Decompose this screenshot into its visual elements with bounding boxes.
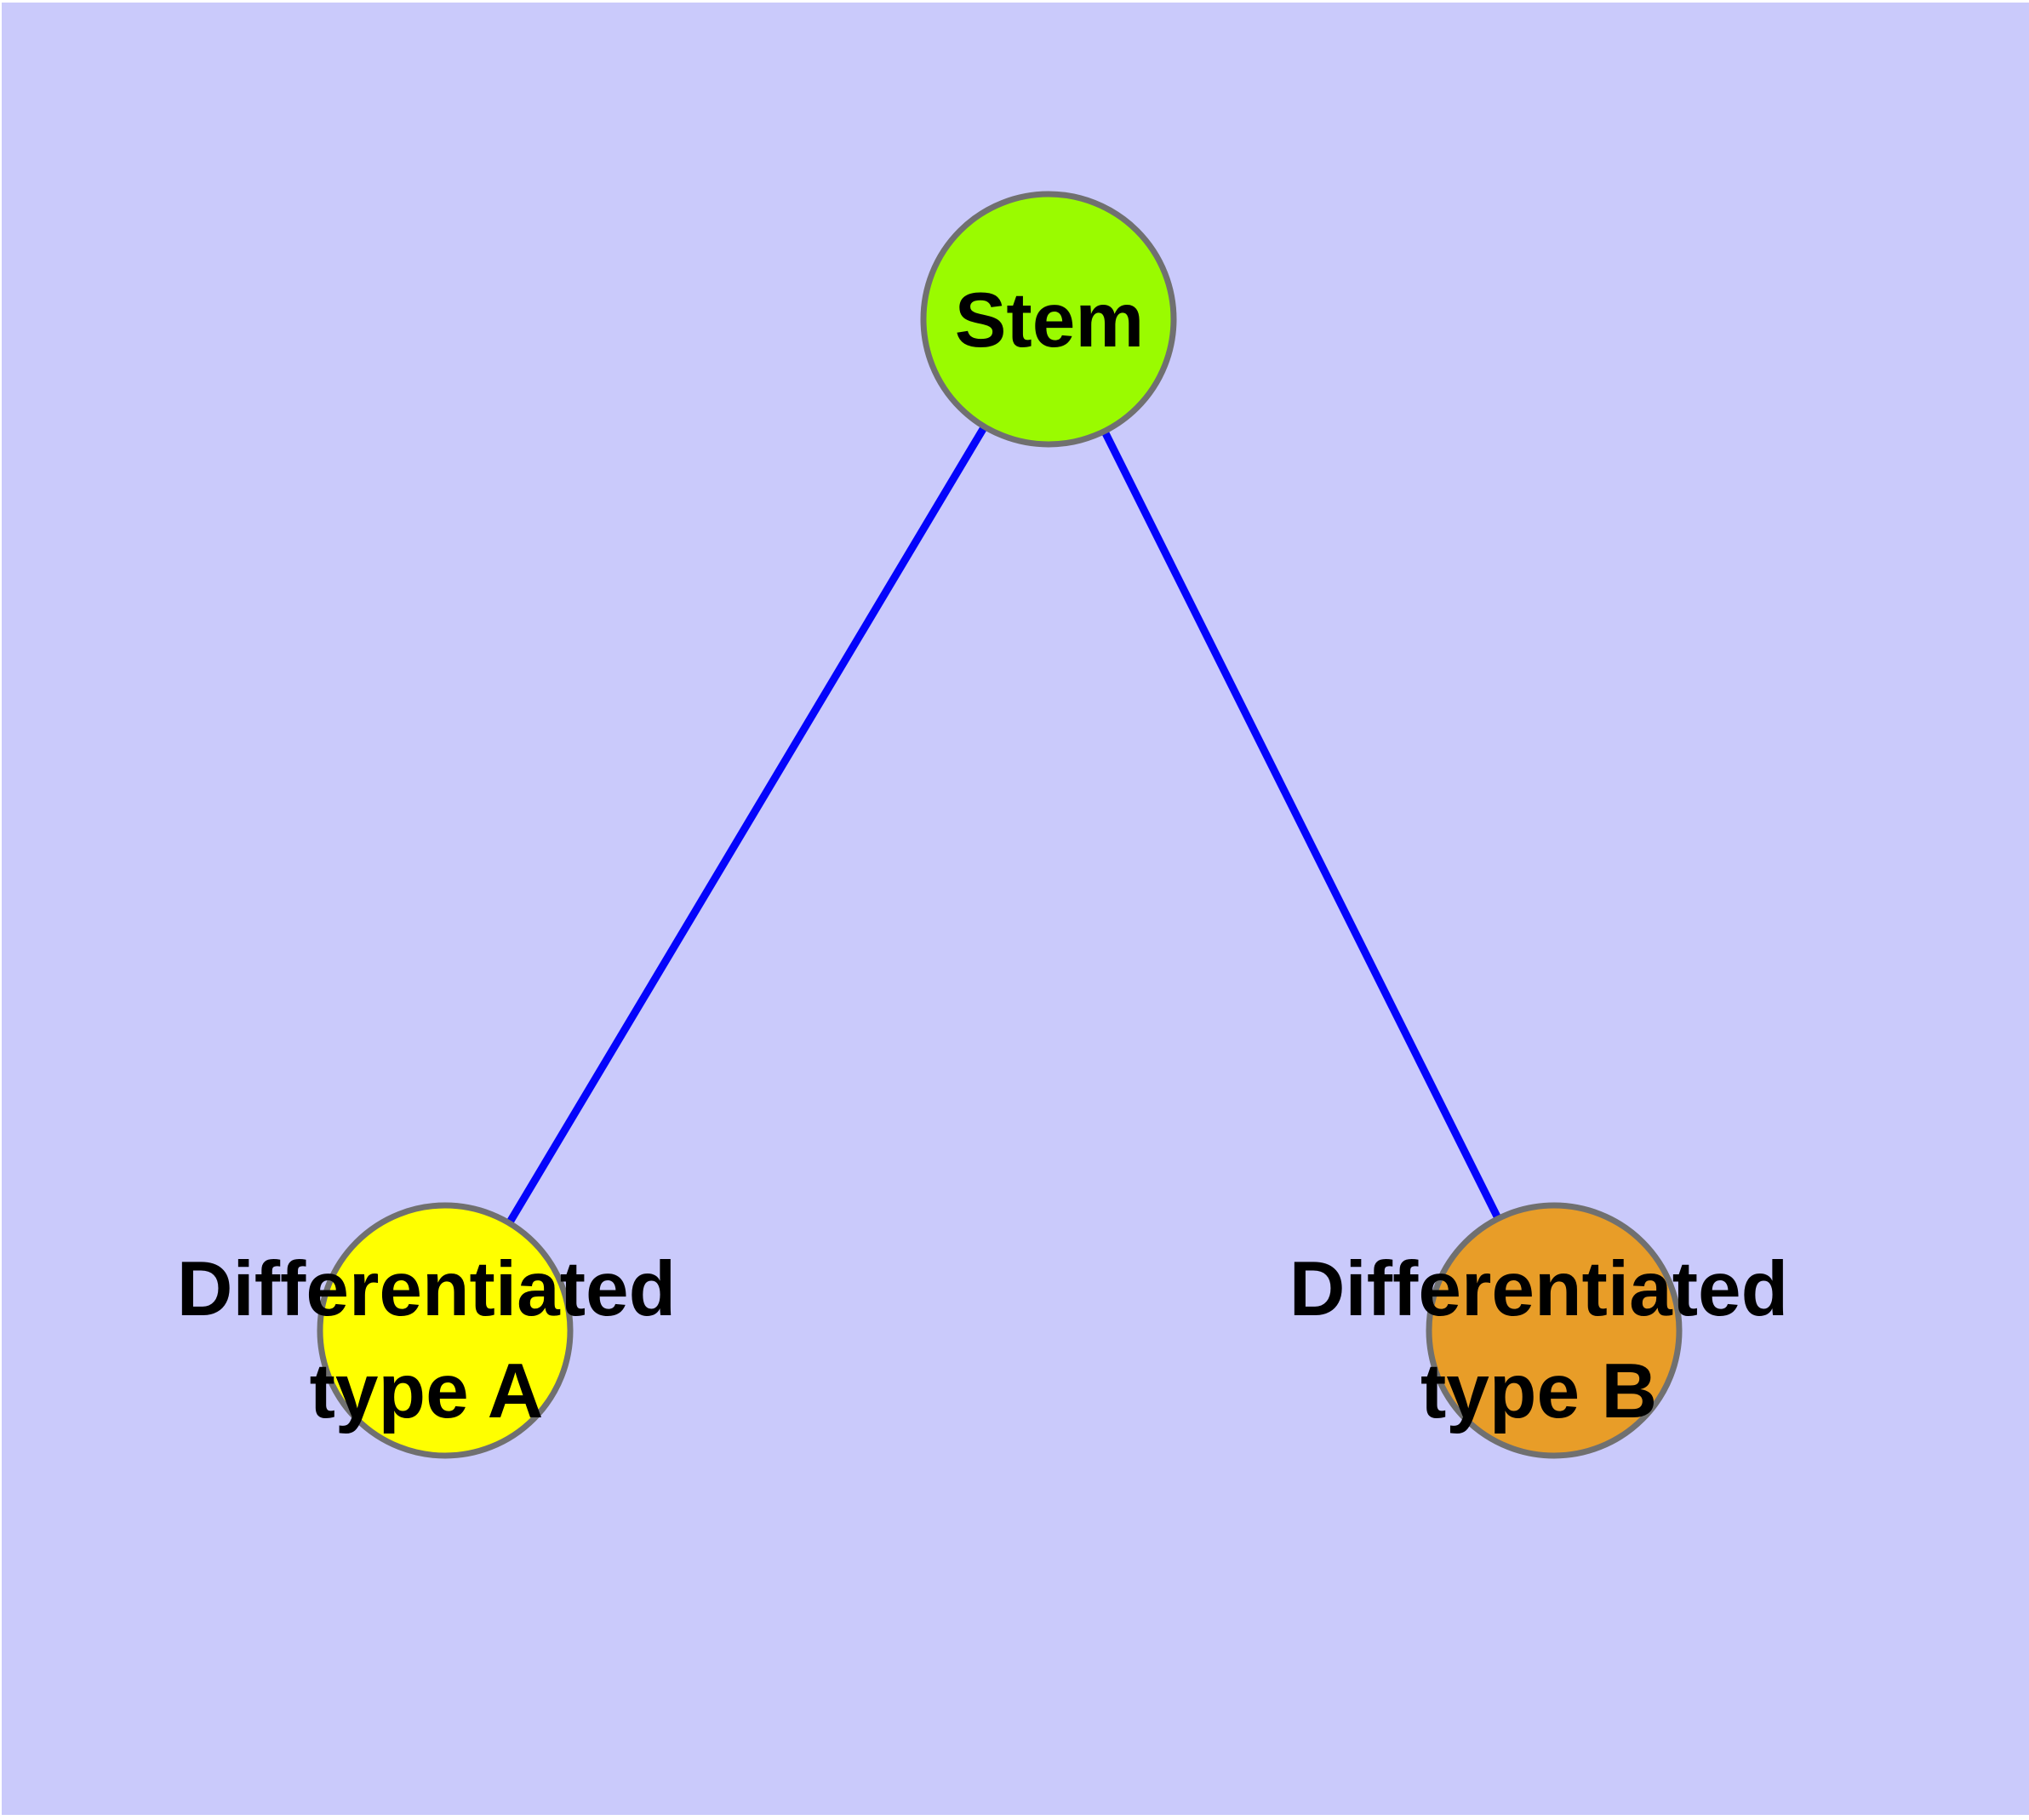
node-differentiated-type-a[interactable] (317, 1202, 574, 1459)
node-stem[interactable] (920, 191, 1177, 448)
node-differentiated-type-b[interactable] (1426, 1202, 1683, 1459)
edge-stem-to-type-b[interactable] (1044, 317, 1558, 1333)
edge-stem-to-type-a[interactable] (442, 317, 1052, 1333)
